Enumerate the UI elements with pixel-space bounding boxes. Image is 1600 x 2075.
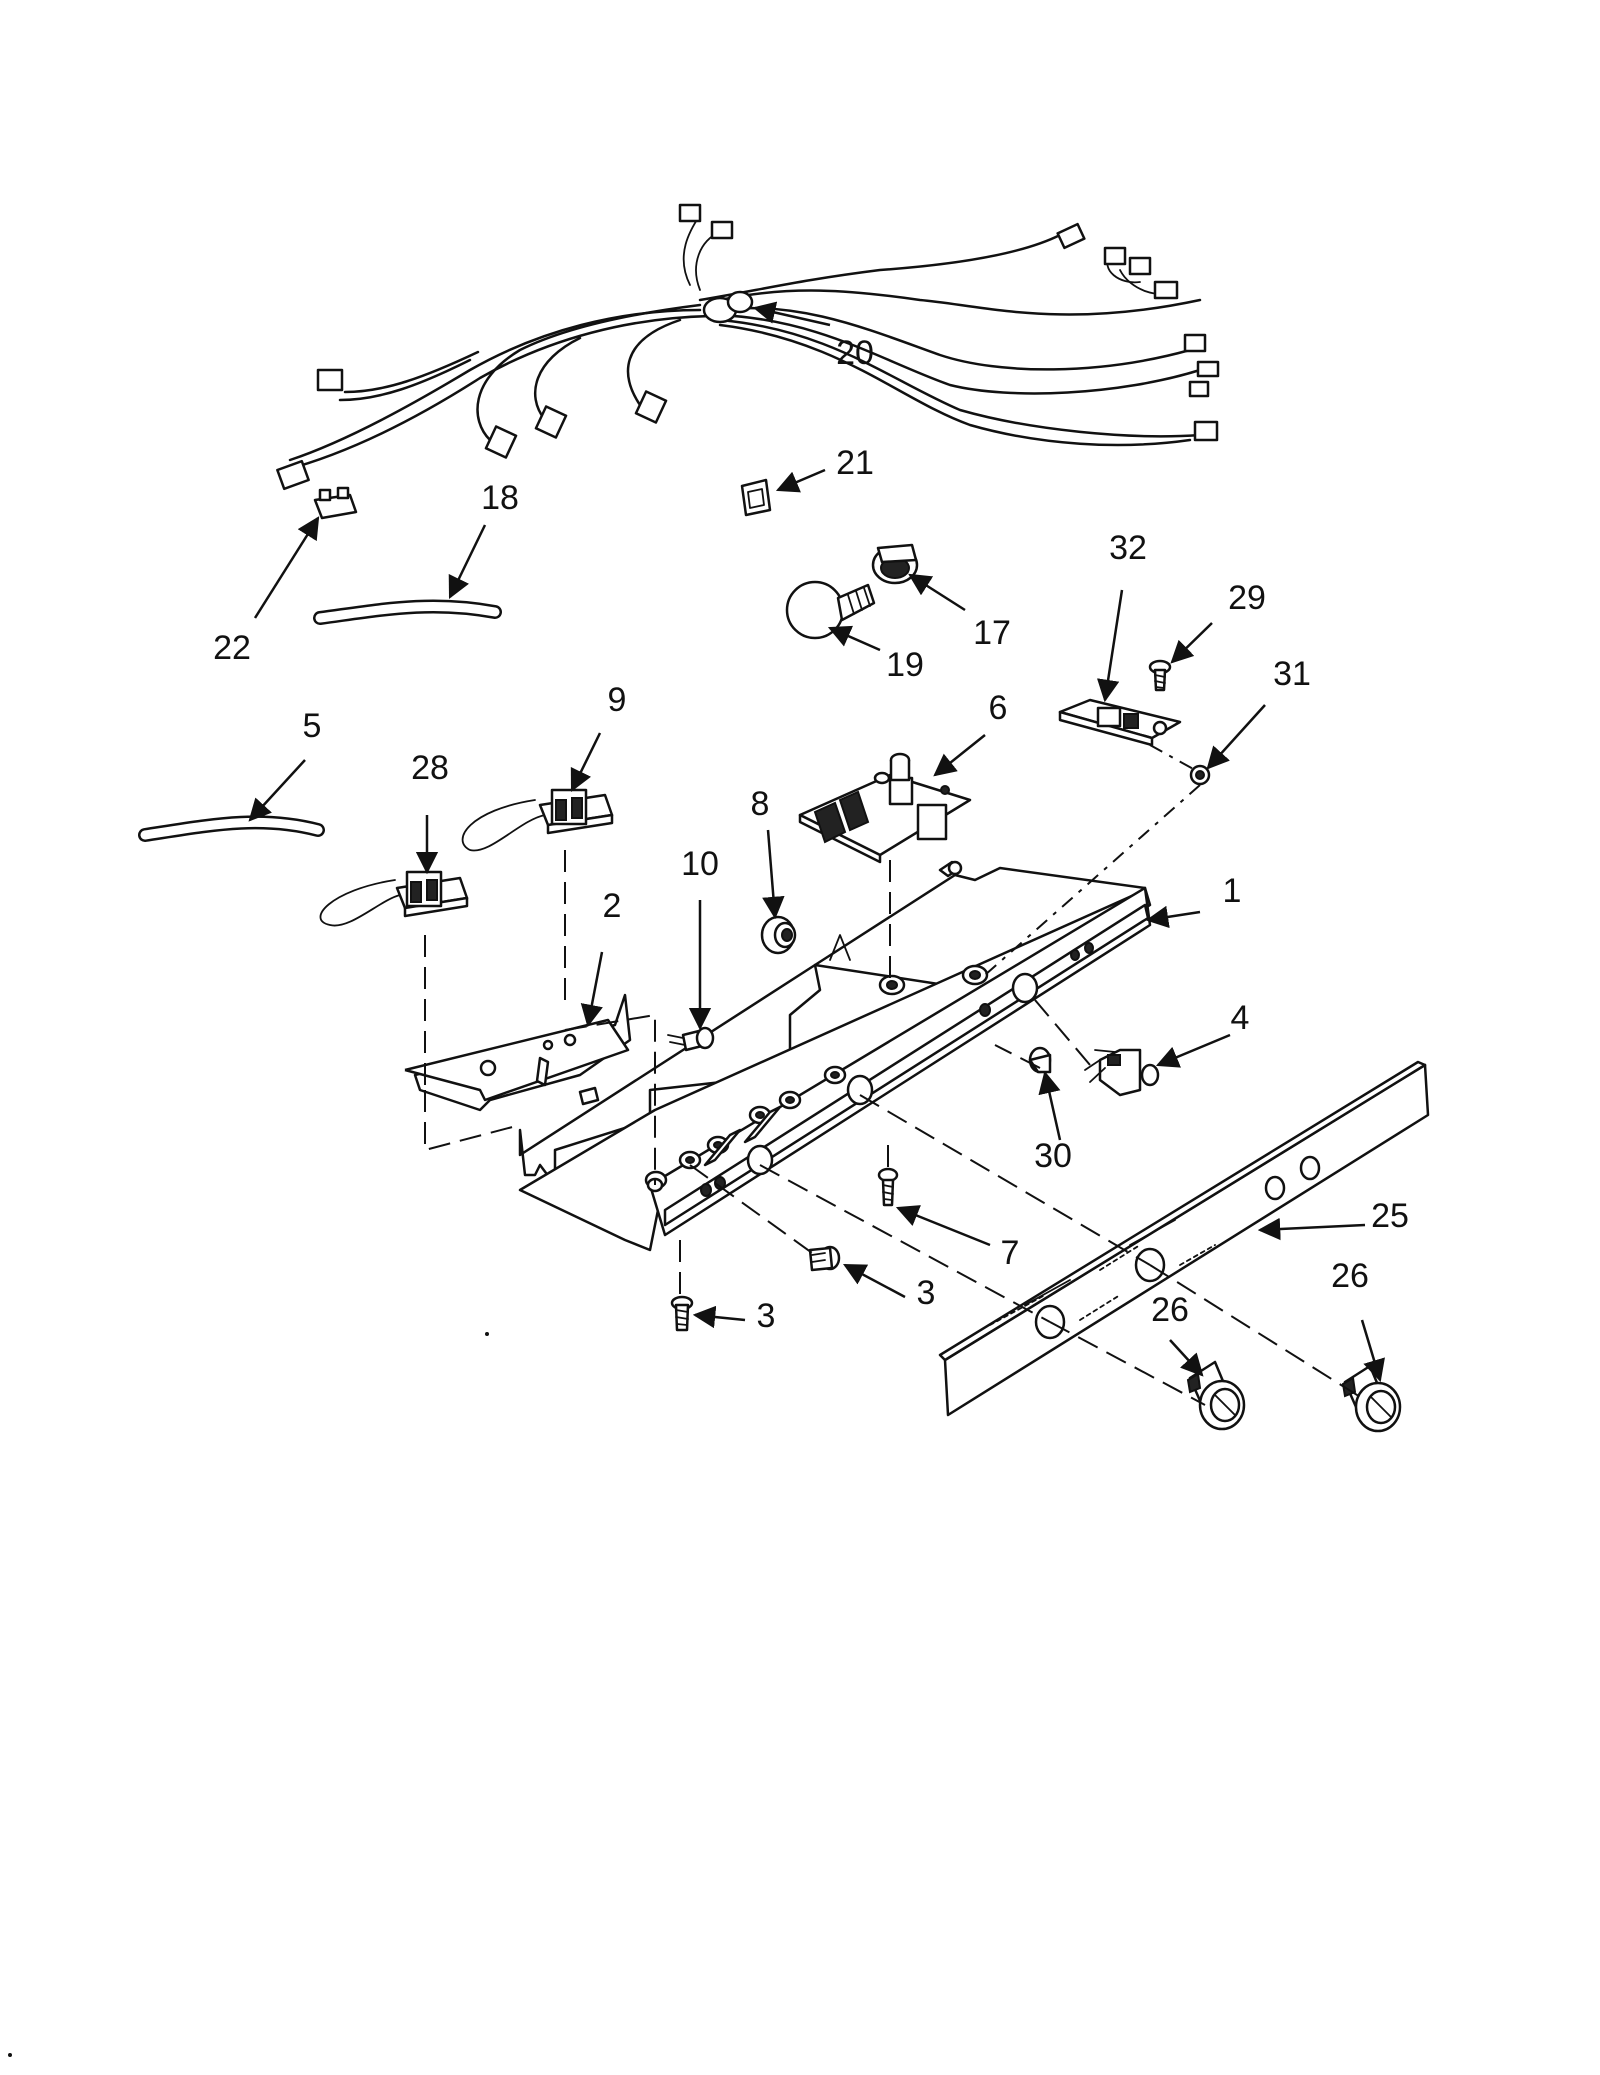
callout-31: 31 xyxy=(1273,655,1311,693)
callout-3b: 3 xyxy=(757,1297,776,1335)
callout-26a: 26 xyxy=(1151,1291,1189,1329)
callout-3a: 3 xyxy=(917,1274,936,1312)
callout-18: 18 xyxy=(481,479,519,517)
callout-30: 30 xyxy=(1034,1137,1072,1175)
callout-7: 7 xyxy=(1001,1234,1020,1272)
callout-4: 4 xyxy=(1231,999,1250,1037)
callout-2: 2 xyxy=(603,887,622,925)
callout-5: 5 xyxy=(303,707,322,745)
callout-8: 8 xyxy=(751,785,770,823)
screw-29 xyxy=(1148,659,1172,692)
callout-labels: 20 21 18 22 17 19 32 29 31 5 9 28 6 8 10… xyxy=(213,334,1409,1335)
callout-25: 25 xyxy=(1371,1197,1409,1235)
thermostat-4 xyxy=(1084,1048,1160,1097)
callout-21: 21 xyxy=(836,444,874,482)
switch-32 xyxy=(1058,698,1182,747)
callout-26b: 26 xyxy=(1331,1257,1369,1295)
callout-arrows xyxy=(248,301,1385,1383)
wire-harness xyxy=(276,203,1220,491)
tube-5 xyxy=(138,815,325,842)
callout-1: 1 xyxy=(1223,872,1242,910)
grommet-8 xyxy=(760,915,797,955)
screw-7 xyxy=(877,1167,899,1207)
assembly-guide-lines xyxy=(424,744,1366,1406)
dot xyxy=(485,1332,489,1336)
callout-9: 9 xyxy=(608,681,627,719)
callout-32: 32 xyxy=(1109,529,1147,567)
callout-17: 17 xyxy=(973,614,1011,652)
relay-28 xyxy=(319,870,469,927)
relay-9 xyxy=(461,788,614,852)
callout-19: 19 xyxy=(886,646,924,684)
screw-3a xyxy=(808,1245,841,1272)
knob-26b xyxy=(1341,1364,1402,1433)
light-bulb-and-socket xyxy=(785,543,919,640)
callout-28: 28 xyxy=(411,749,449,787)
clip xyxy=(313,486,358,520)
tube-18 xyxy=(313,599,502,625)
callout-29: 29 xyxy=(1228,579,1266,617)
dot xyxy=(8,2053,12,2057)
screw-10 xyxy=(667,1026,715,1052)
bracket-2 xyxy=(404,993,632,1112)
control-panel xyxy=(938,1060,1430,1417)
callout-10: 10 xyxy=(681,845,719,883)
control-housing xyxy=(518,860,1152,1252)
callout-22: 22 xyxy=(213,629,251,667)
socket-cover xyxy=(740,478,772,517)
callout-6: 6 xyxy=(989,689,1008,727)
screw-3b xyxy=(670,1295,694,1332)
knob-26a xyxy=(1186,1360,1246,1431)
control-board xyxy=(798,752,972,864)
knob-post-30 xyxy=(1028,1046,1052,1074)
callout-20: 20 xyxy=(836,334,874,372)
bumper-31 xyxy=(1189,764,1211,786)
